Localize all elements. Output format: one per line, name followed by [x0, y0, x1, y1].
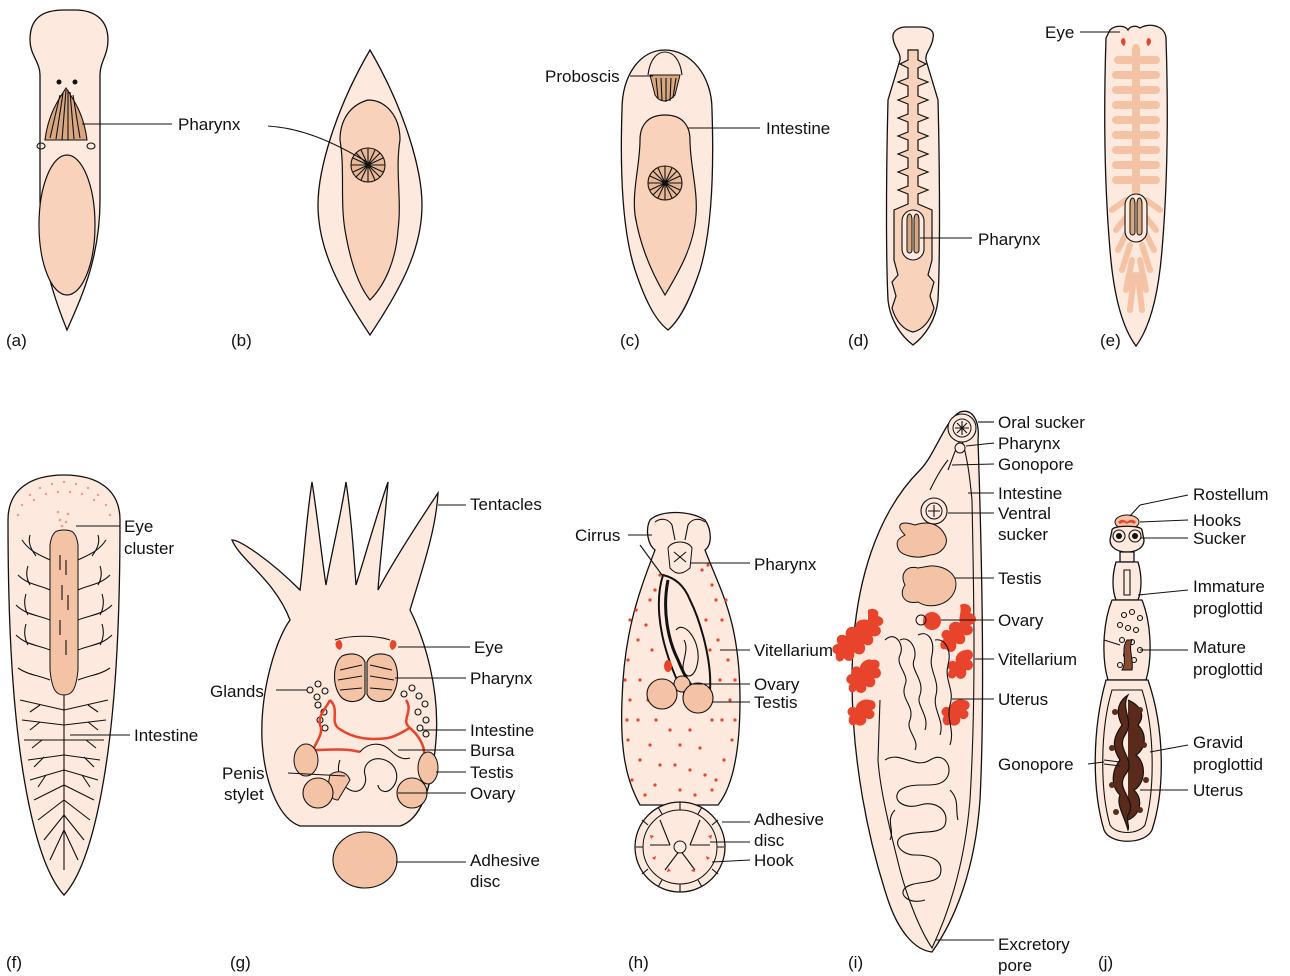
intestine-label: Intestine	[766, 119, 830, 138]
penis-stylet-label-line1: Penis	[222, 764, 265, 783]
intestine-label: Intestine	[470, 721, 534, 740]
panel-i: Oral sucker Pharynx Gonopore Intestine V…	[832, 411, 1085, 975]
intestine-label: Intestine	[998, 484, 1062, 503]
panel-g: Tentacles Eye Glands Pharynx Intestine B…	[210, 482, 542, 972]
panel-tag-j: (j)	[1098, 953, 1113, 972]
eye-label: Eye	[1045, 23, 1074, 42]
panel-tag-h: (h)	[628, 953, 649, 972]
uterus-label: Uterus	[1193, 781, 1243, 800]
ovary-label: Ovary	[470, 784, 516, 803]
gravid-proglottid-label-line2: proglottid	[1193, 755, 1263, 774]
penis-stylet-label-line2: stylet	[224, 785, 264, 804]
tentacles-label: Tentacles	[470, 495, 542, 514]
intestine-label: Intestine	[134, 726, 198, 745]
pharynx-label: Pharynx	[978, 230, 1041, 249]
testis-label: Testis	[998, 569, 1041, 588]
adhesive-disc-label-line2: disc	[470, 872, 501, 891]
vitellarium-label: Vitellarium	[754, 641, 833, 660]
pharynx-label: Pharynx	[178, 115, 241, 134]
excretory-pore-label-line2: pore	[998, 956, 1032, 975]
panel-tag-a: (a)	[6, 331, 27, 350]
gonopore-label: Gonopore	[998, 755, 1074, 774]
sucker-label: Sucker	[1193, 529, 1246, 548]
ventral-sucker-label-line1: Ventral	[998, 504, 1051, 523]
ovary-label: Ovary	[998, 611, 1044, 630]
excretory-pore-label-line1: Excretory	[998, 935, 1070, 954]
panel-j: Rostellum Hooks Sucker Immature proglott…	[998, 485, 1269, 972]
gonopore-label: Gonopore	[998, 455, 1074, 474]
ovary-label: Ovary	[754, 675, 800, 694]
pharynx-label: Pharynx	[998, 434, 1061, 453]
pharynx-rosette	[351, 148, 385, 182]
adhesive-disc-label-line2: disc	[754, 831, 785, 850]
eye-cluster-label-line1: Eye	[124, 517, 153, 536]
vitellarium-label: Vitellarium	[998, 650, 1077, 669]
panel-f: Eye cluster Intestine (f)	[6, 475, 198, 972]
panel-tag-i: (i)	[848, 953, 863, 972]
rostellum-label: Rostellum	[1193, 485, 1269, 504]
glands-label: Glands	[210, 682, 264, 701]
panel-tag-b: (b)	[231, 331, 252, 350]
panel-tag-d: (d)	[848, 331, 869, 350]
uterus-label: Uterus	[998, 690, 1048, 709]
panel-tag-c: (c)	[620, 331, 640, 350]
panel-d: Pharynx (d)	[848, 27, 1041, 350]
proboscis-label: Proboscis	[545, 67, 620, 86]
panel-tag-f: (f)	[6, 953, 22, 972]
panel-tag-e: (e)	[1100, 331, 1121, 350]
cirrus-label: Cirrus	[575, 526, 620, 545]
adhesive-disc-label-line1: Adhesive	[754, 810, 824, 829]
panel-a: Pharynx (a)	[6, 10, 241, 350]
immature-proglottid-label-line2: proglottid	[1193, 599, 1263, 618]
hook-label-visible: Hook	[754, 851, 794, 870]
testis-label: Testis	[754, 693, 797, 712]
panel-e: Eye (e)	[1045, 23, 1167, 350]
panel-h: Cirrus Pharynx Vitellarium Ovary Testis …	[575, 513, 833, 973]
mature-proglottid-label-line1: Mature	[1193, 638, 1246, 657]
panel-tag-g: (g)	[230, 953, 251, 972]
pharynx-label: Pharynx	[754, 555, 817, 574]
oral-sucker-label: Oral sucker	[998, 413, 1085, 432]
immature-proglottid-label-line1: Immature	[1193, 577, 1265, 596]
pharynx-label: Pharynx	[470, 669, 533, 688]
testis-label: Testis	[470, 763, 513, 782]
hooks-label: Hooks	[1193, 511, 1241, 530]
ventral-sucker-label-line2: sucker	[998, 525, 1048, 544]
eye-cluster-label-line2: cluster	[124, 539, 174, 558]
panel-b: (b)	[231, 50, 422, 350]
adhesive-disc-label-line1: Adhesive	[470, 851, 540, 870]
gravid-proglottid-label-line1: Gravid	[1193, 733, 1243, 752]
adhesive-disc-h	[635, 802, 725, 892]
bursa-label: Bursa	[470, 741, 515, 760]
eye-label: Eye	[474, 638, 503, 657]
panel-c: Proboscis Intestine (c)	[545, 50, 830, 350]
mature-proglottid-label-line2: proglottid	[1193, 660, 1263, 679]
